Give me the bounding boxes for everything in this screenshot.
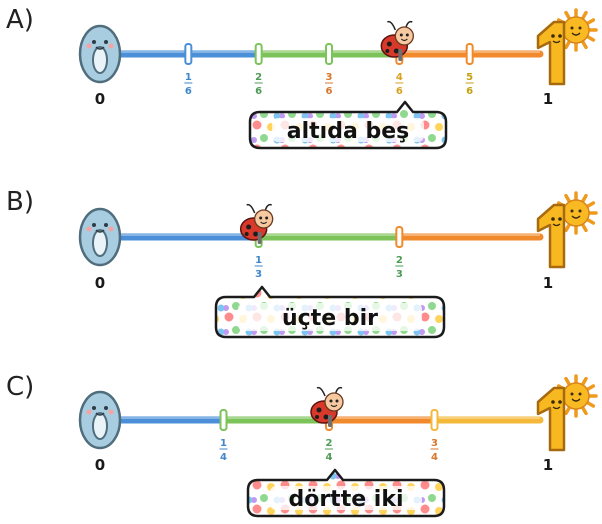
svg-text:1: 1: [220, 438, 227, 449]
svg-text:4: 4: [396, 72, 403, 83]
option-label: B): [6, 187, 34, 217]
end-label: 1: [543, 90, 553, 108]
ladybug-icon: [380, 20, 414, 61]
tick-mark: [325, 43, 333, 65]
zero-character-icon: [78, 207, 122, 267]
tick-label: 46: [395, 72, 404, 97]
svg-text:2: 2: [396, 255, 403, 266]
svg-text:6: 6: [255, 86, 262, 97]
one-character-icon: [536, 374, 598, 452]
svg-text:1: 1: [185, 72, 192, 83]
svg-text:6: 6: [185, 86, 192, 97]
svg-text:2: 2: [326, 438, 333, 449]
one-character-icon: [536, 191, 598, 269]
caption-bubble: altıda beş: [248, 100, 448, 150]
start-label: 0: [95, 274, 105, 292]
caption-bubble: dörtte iki: [246, 468, 446, 518]
svg-text:4: 4: [431, 452, 438, 463]
tick-mark: [184, 43, 193, 65]
tick-mark: [219, 409, 228, 431]
tick-label: 26: [254, 72, 263, 97]
tick-label: 16: [184, 72, 193, 97]
end-label: 1: [543, 456, 553, 474]
svg-text:3: 3: [431, 438, 438, 449]
tick-label: 56: [465, 72, 474, 97]
tick-mark: [430, 409, 439, 431]
start-label: 0: [95, 90, 105, 108]
end-label: 1: [543, 274, 553, 292]
ladybug-icon: [239, 203, 274, 244]
svg-text:6: 6: [326, 86, 333, 97]
tick-label: 14: [219, 438, 228, 463]
ladybug-icon: [310, 386, 344, 427]
one-character-icon: [536, 8, 598, 86]
svg-text:4: 4: [220, 452, 227, 463]
option-label: C): [6, 372, 34, 402]
svg-text:3: 3: [255, 269, 262, 280]
zero-character-icon: [78, 24, 122, 84]
tick-label: 36: [325, 72, 333, 97]
svg-text:6: 6: [466, 86, 473, 97]
tick-mark: [254, 43, 263, 65]
tick-mark: [395, 226, 404, 248]
caption-text: dörtte iki: [288, 487, 403, 512]
svg-text:1: 1: [255, 255, 262, 266]
tick-mark: [465, 43, 474, 65]
svg-text:4: 4: [326, 452, 333, 463]
svg-text:6: 6: [396, 86, 403, 97]
option-label: A): [6, 5, 34, 35]
tick-label: 13: [254, 255, 263, 280]
svg-text:3: 3: [326, 72, 333, 83]
svg-text:5: 5: [466, 72, 473, 83]
svg-text:3: 3: [396, 269, 403, 280]
tick-label: 23: [395, 255, 404, 280]
tick-label: 24: [325, 438, 333, 463]
tick-label: 34: [430, 438, 439, 463]
start-label: 0: [95, 456, 105, 474]
zero-character-icon: [78, 390, 122, 450]
caption-text: altıda beş: [287, 119, 409, 144]
caption-bubble: üçte bir: [214, 285, 446, 339]
svg-text:2: 2: [255, 72, 262, 83]
caption-text: üçte bir: [282, 306, 378, 331]
